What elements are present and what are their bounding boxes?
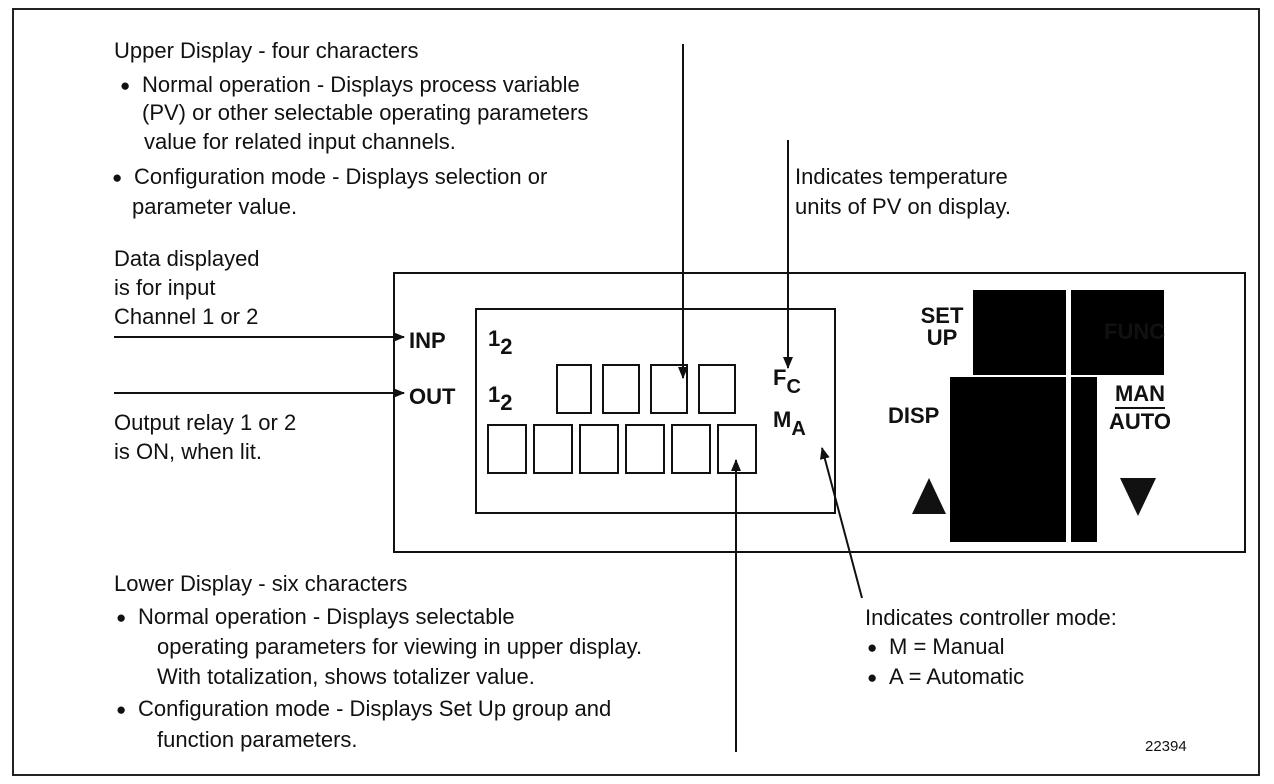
disp-label: DISP <box>888 403 940 428</box>
figure-number: 22394 <box>1145 738 1187 755</box>
up-key[interactable] <box>950 462 1066 542</box>
up-triangle-icon <box>912 478 946 514</box>
data-displayed-line3: Channel 1 or 2 <box>114 304 259 329</box>
setup-key[interactable] <box>973 290 1066 375</box>
down-key[interactable] <box>1071 462 1097 542</box>
setup-label: SET UP <box>920 305 964 349</box>
lower-display-title: Lower Display - six characters <box>114 571 408 596</box>
out-relay-indicator: 12 <box>488 382 513 415</box>
controller-mode-item-automatic: A = Automatic <box>867 664 1024 691</box>
manual-indicator: M <box>773 407 792 432</box>
lower-display-bullet1-line3: With totalization, shows totalizer value… <box>157 664 535 689</box>
out-relay-2: 2 <box>500 390 513 415</box>
upper-display-cell-4 <box>698 364 736 414</box>
mode-indicator: MA <box>773 407 806 441</box>
out-relay-1: 1 <box>488 382 501 407</box>
func-key[interactable] <box>1071 290 1164 375</box>
temp-units-line1: Indicates temperature <box>795 164 1008 189</box>
lower-display-cell-4 <box>625 424 665 474</box>
inp-channel-1: 1 <box>488 326 501 351</box>
lower-display-cell-2 <box>533 424 573 474</box>
down-triangle-icon <box>1120 478 1156 516</box>
func-label: FUNC <box>1104 319 1166 344</box>
setup-label-line1: SET <box>920 303 964 328</box>
setup-label-line2: UP <box>926 325 958 350</box>
fahrenheit-indicator: F <box>773 365 787 390</box>
upper-display-cell-1 <box>556 364 592 414</box>
man-auto-label: MAN AUTO <box>1104 381 1176 435</box>
lower-display-cell-1 <box>487 424 527 474</box>
celsius-indicator: C <box>786 376 801 398</box>
upper-display-cell-2 <box>602 364 640 414</box>
controller-mode-title: Indicates controller mode: <box>865 605 1117 630</box>
display-window <box>475 308 836 514</box>
upper-display-bullet1-line1: Normal operation - Displays process vari… <box>120 72 580 99</box>
data-displayed-line1: Data displayed <box>114 246 260 271</box>
inp-label: INP <box>409 328 446 353</box>
disp-key[interactable] <box>950 377 1066 462</box>
man-auto-key[interactable] <box>1071 377 1097 462</box>
inp-channel-2: 2 <box>500 334 513 359</box>
temp-unit-indicator: FC <box>773 365 801 399</box>
controller-mode-item-manual: M = Manual <box>867 634 1004 661</box>
inp-channel-indicator: 12 <box>488 326 513 359</box>
lower-display-bullet2-line2: function parameters. <box>157 727 358 752</box>
output-relay-line2: is ON, when lit. <box>114 439 262 464</box>
lower-display-bullet1-line2: operating parameters for viewing in uppe… <box>157 634 643 659</box>
upper-display-bullet2-line2: parameter value. <box>132 194 298 219</box>
upper-display-bullet1-line2: (PV) or other selectable operating param… <box>142 100 589 125</box>
automatic-indicator: A <box>791 418 806 440</box>
temp-units-line2: units of PV on display. <box>795 194 1012 219</box>
lower-display-cell-5 <box>671 424 711 474</box>
arrow-controller-mode <box>820 447 863 599</box>
upper-display-cell-3 <box>650 364 688 414</box>
out-label: OUT <box>409 384 456 409</box>
data-displayed-line2: is for input <box>114 275 216 300</box>
controller-panel <box>393 272 1246 553</box>
output-relay-line1: Output relay 1 or 2 <box>114 410 297 435</box>
upper-display-bullet1-line3: value for related input channels. <box>144 129 456 154</box>
upper-display-title: Upper Display - four characters <box>114 38 419 63</box>
figure-frame <box>12 8 1260 776</box>
man-label: MAN <box>1114 381 1166 409</box>
lower-display-bullet2-line1: Configuration mode - Displays Set Up gro… <box>116 696 611 723</box>
auto-label: AUTO <box>1109 409 1171 434</box>
lower-display-cell-3 <box>579 424 619 474</box>
upper-display-bullet2-line1: Configuration mode - Displays selection … <box>112 164 547 191</box>
lower-display-bullet1-line1: Normal operation - Displays selectable <box>116 604 515 631</box>
